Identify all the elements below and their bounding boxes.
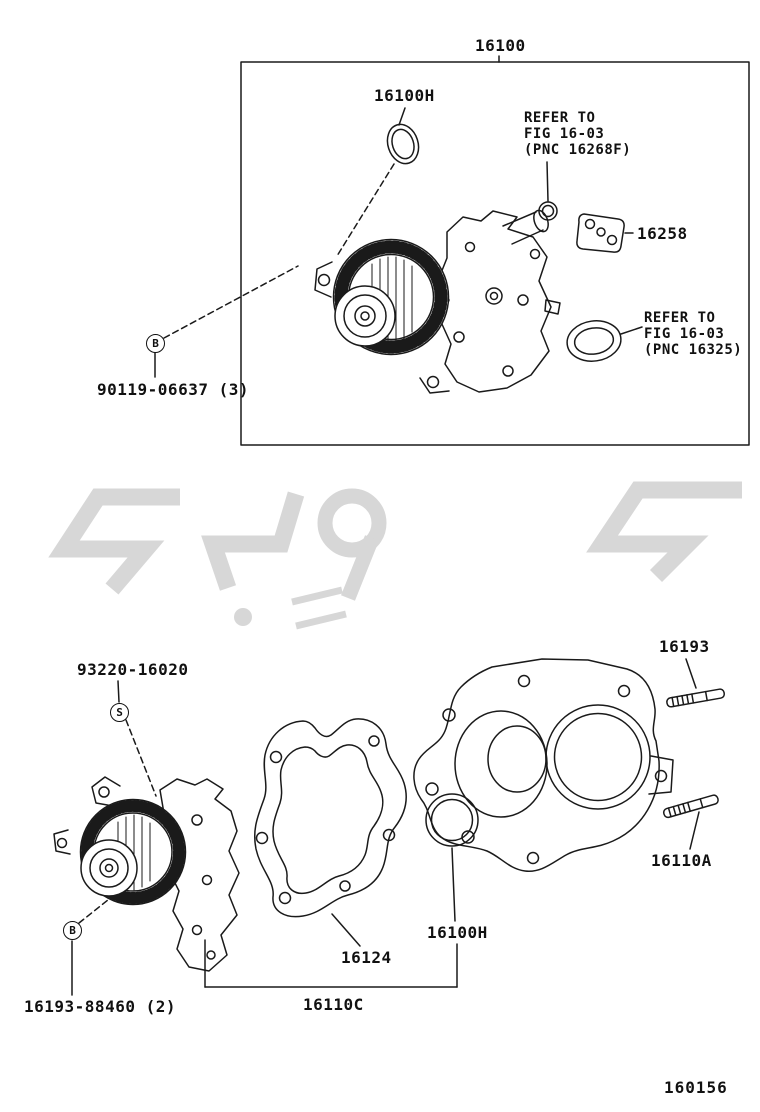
marker-bolt-b-top: B bbox=[146, 334, 165, 353]
marker-bolt-b-bottom: B bbox=[63, 921, 82, 940]
refer-note-top: REFER TO FIG 16-03 (PNC 16268F) bbox=[524, 110, 631, 158]
stud-16193-drawing bbox=[666, 688, 726, 708]
pump-housing-drawing bbox=[413, 658, 674, 872]
refer-note-line: REFER TO bbox=[524, 110, 596, 126]
label-assembly-16100: 16100 bbox=[475, 36, 526, 55]
top-assembly-box bbox=[240, 55, 750, 446]
water-pump-bottom-drawing bbox=[53, 776, 240, 972]
plate-16258-drawing bbox=[576, 213, 625, 253]
oring-16100h-bottom-drawing bbox=[425, 793, 479, 847]
stud-16110a-drawing bbox=[662, 794, 719, 819]
watermark-logo bbox=[48, 481, 742, 630]
refer-note-line: (PNC 16268F) bbox=[524, 142, 632, 158]
refer-note-line: (PNC 16325) bbox=[644, 342, 743, 358]
water-pump-top-drawing bbox=[314, 209, 561, 394]
refer-note-right: REFER TO FIG 16-03 (PNC 16325) bbox=[644, 310, 742, 358]
oring-16100h-top-drawing bbox=[386, 123, 420, 165]
leader-lines-top bbox=[154, 107, 643, 378]
refer-note-line: FIG 16-03 bbox=[644, 326, 725, 342]
refer-note-line: REFER TO bbox=[644, 310, 716, 326]
label-stud-16193: 16193 bbox=[659, 637, 710, 656]
seal-16325-drawing bbox=[566, 320, 622, 362]
label-subassembly-16110c: 16110C bbox=[303, 995, 364, 1014]
label-stud-16110a: 16110A bbox=[651, 851, 712, 870]
label-gasket-16124: 16124 bbox=[341, 948, 392, 967]
label-screw-93220-16020: 93220-16020 bbox=[77, 660, 189, 679]
marker-screw-s: S bbox=[110, 703, 129, 722]
label-bolt-16193-88460: 16193-88460 (2) bbox=[24, 997, 176, 1016]
label-oring-16100h-top: 16100H bbox=[374, 86, 435, 105]
refer-note-line: FIG 16-03 bbox=[524, 126, 605, 142]
label-oring-16100h-bottom: 16100H bbox=[427, 923, 488, 942]
label-plate-16258: 16258 bbox=[637, 224, 688, 243]
label-bolt-90119-06637: 90119-06637 (3) bbox=[97, 380, 249, 399]
figure-code: 160156 bbox=[664, 1078, 728, 1097]
gasket-16124-drawing bbox=[253, 718, 407, 918]
